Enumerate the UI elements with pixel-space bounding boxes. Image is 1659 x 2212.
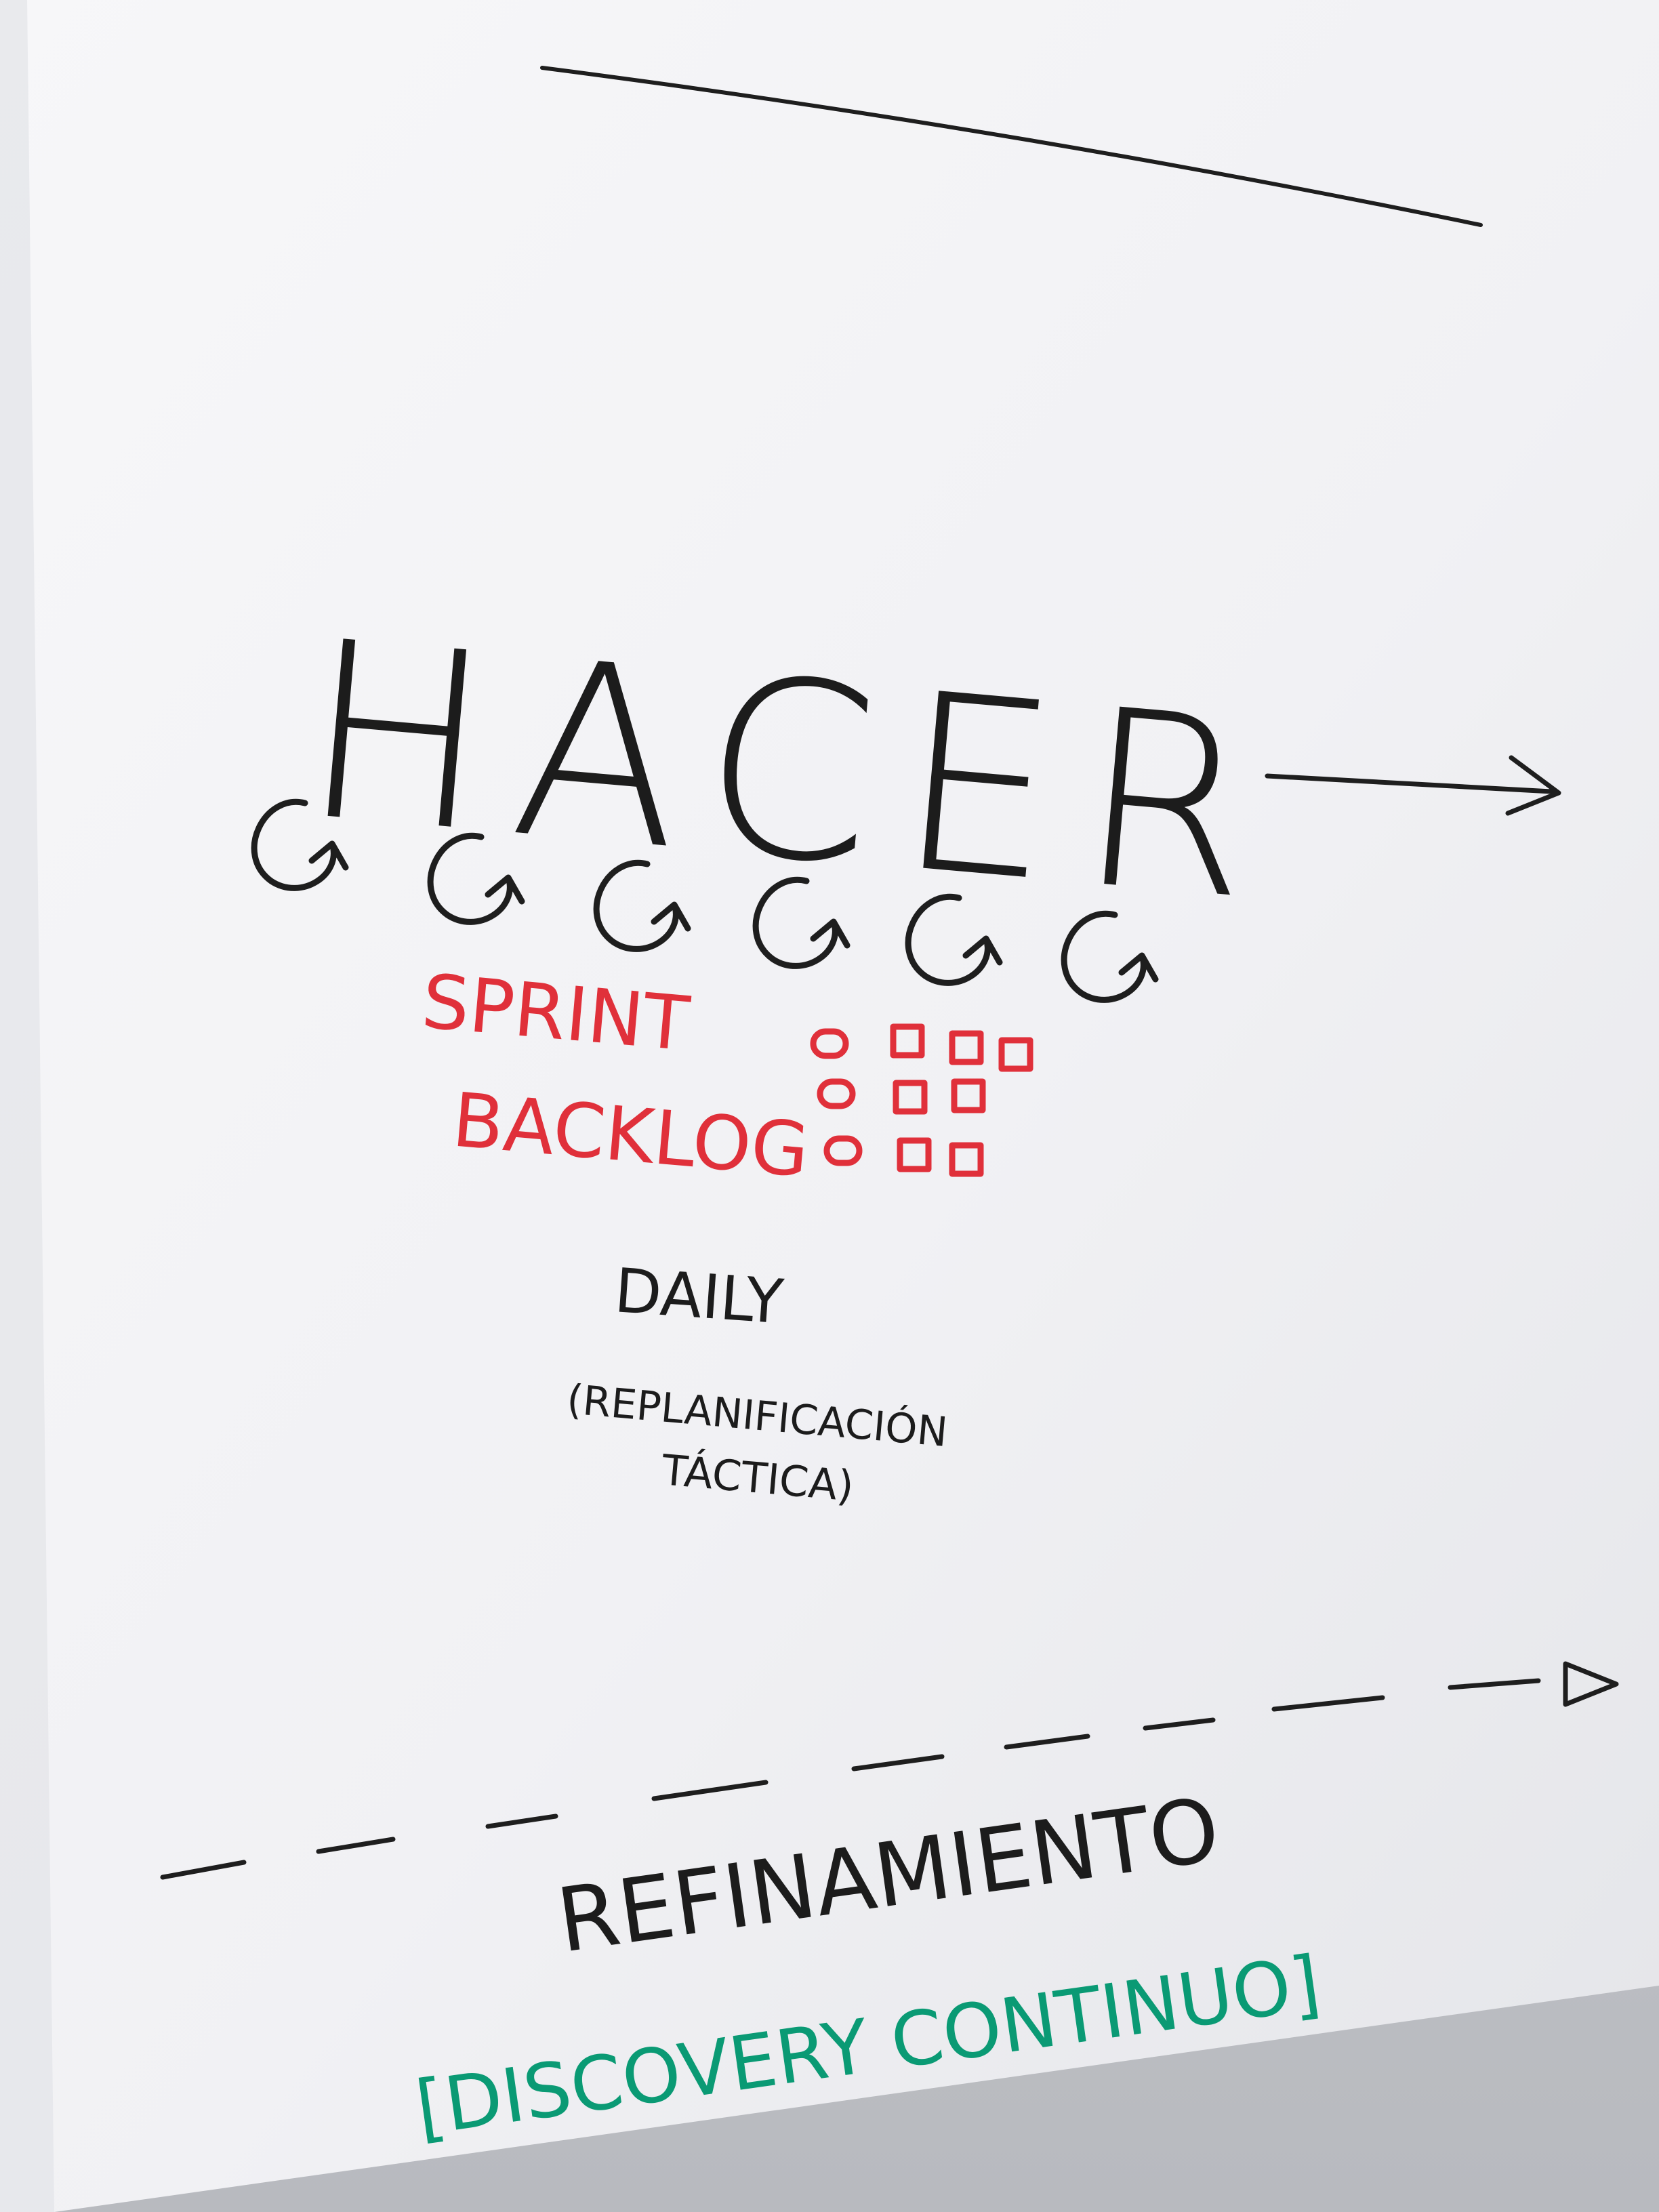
right-arrow-icon	[1563, 1661, 1619, 1707]
sprint-loop-icon	[752, 876, 851, 969]
task-square-icon	[998, 1037, 1033, 1072]
task-square-icon	[949, 1030, 984, 1065]
task-square-icon	[810, 1028, 849, 1059]
task-square-icon	[890, 1023, 925, 1059]
daily-label: DAILY	[612, 1255, 786, 1338]
task-square-icon	[823, 1135, 863, 1166]
task-square-icon	[893, 1080, 928, 1115]
task-square-icon	[951, 1078, 986, 1113]
sprint-loop-icon	[593, 859, 691, 952]
sprint-loop-icon	[905, 893, 1003, 986]
task-square-icon	[949, 1142, 984, 1177]
sprint-loop-icon	[1061, 910, 1159, 1003]
task-square-icon	[897, 1137, 932, 1172]
task-square-icon	[817, 1078, 856, 1109]
dashed-timeline	[160, 1661, 1619, 1880]
sprint-loop-icon	[251, 798, 349, 891]
sprint-loops	[251, 798, 1159, 1003]
task-grid	[810, 1023, 1033, 1177]
right-arrow-icon	[1265, 755, 1561, 816]
top-ruled-line	[540, 66, 1483, 227]
sprint-loop-icon	[427, 832, 525, 925]
paper-left-edge-shadow	[0, 0, 54, 2212]
